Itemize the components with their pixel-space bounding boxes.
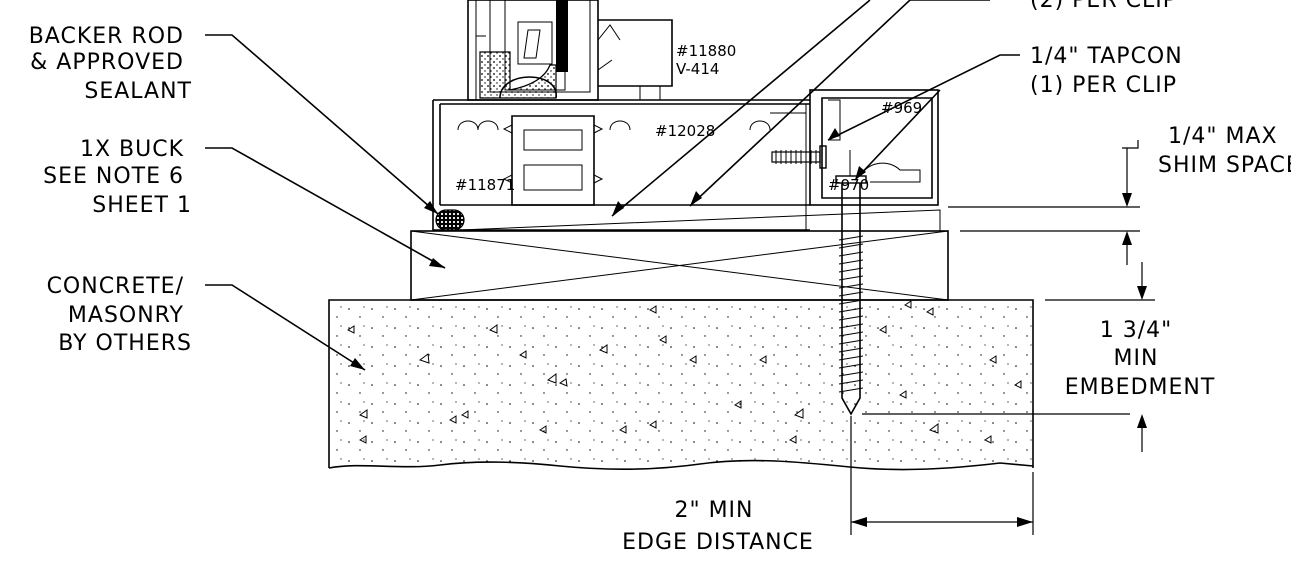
sill-frame [432,99,810,231]
part-969: #969 [881,99,922,117]
backer-rod-label: BACKER ROD & APPROVED SEALANT [29,24,192,104]
embedment-label: 1 3/4" MIN EMBEDMENT [1065,318,1216,400]
concrete-label: CONCRETE/ MASONRY BY OTHERS [47,274,192,356]
anchor-clip [809,89,939,206]
shim [435,209,941,232]
wood-buck [410,230,949,301]
part-11880: #11880 [676,42,736,60]
shim-label: 1/4" MAX SHIM SPACE [1158,124,1291,178]
side-tapcon-screw [771,145,827,169]
buck-label: 1X BUCK SEE NOTE 6 SHEET 1 [43,137,192,218]
leader-lines [205,0,1020,371]
leader-arrowheads [350,128,866,370]
part-v414: V-414 [676,60,719,78]
vertical-tapcon-screw [835,175,867,416]
dimension-lines [850,140,1155,535]
tapcon-label: 1/4" TAPCON (1) PER CLIP [1030,44,1191,98]
backer-rod [435,209,465,231]
part-12028: #12028 [655,122,715,140]
part-970: #970 [828,176,869,194]
vent-frame [467,0,673,101]
concrete-block [328,299,1034,471]
part-11871: #11871 [455,176,515,194]
per-clip-2-label: (2) PER CLIP [1030,0,1177,13]
edge-distance-label: 2" MIN EDGE DISTANCE [622,498,814,555]
